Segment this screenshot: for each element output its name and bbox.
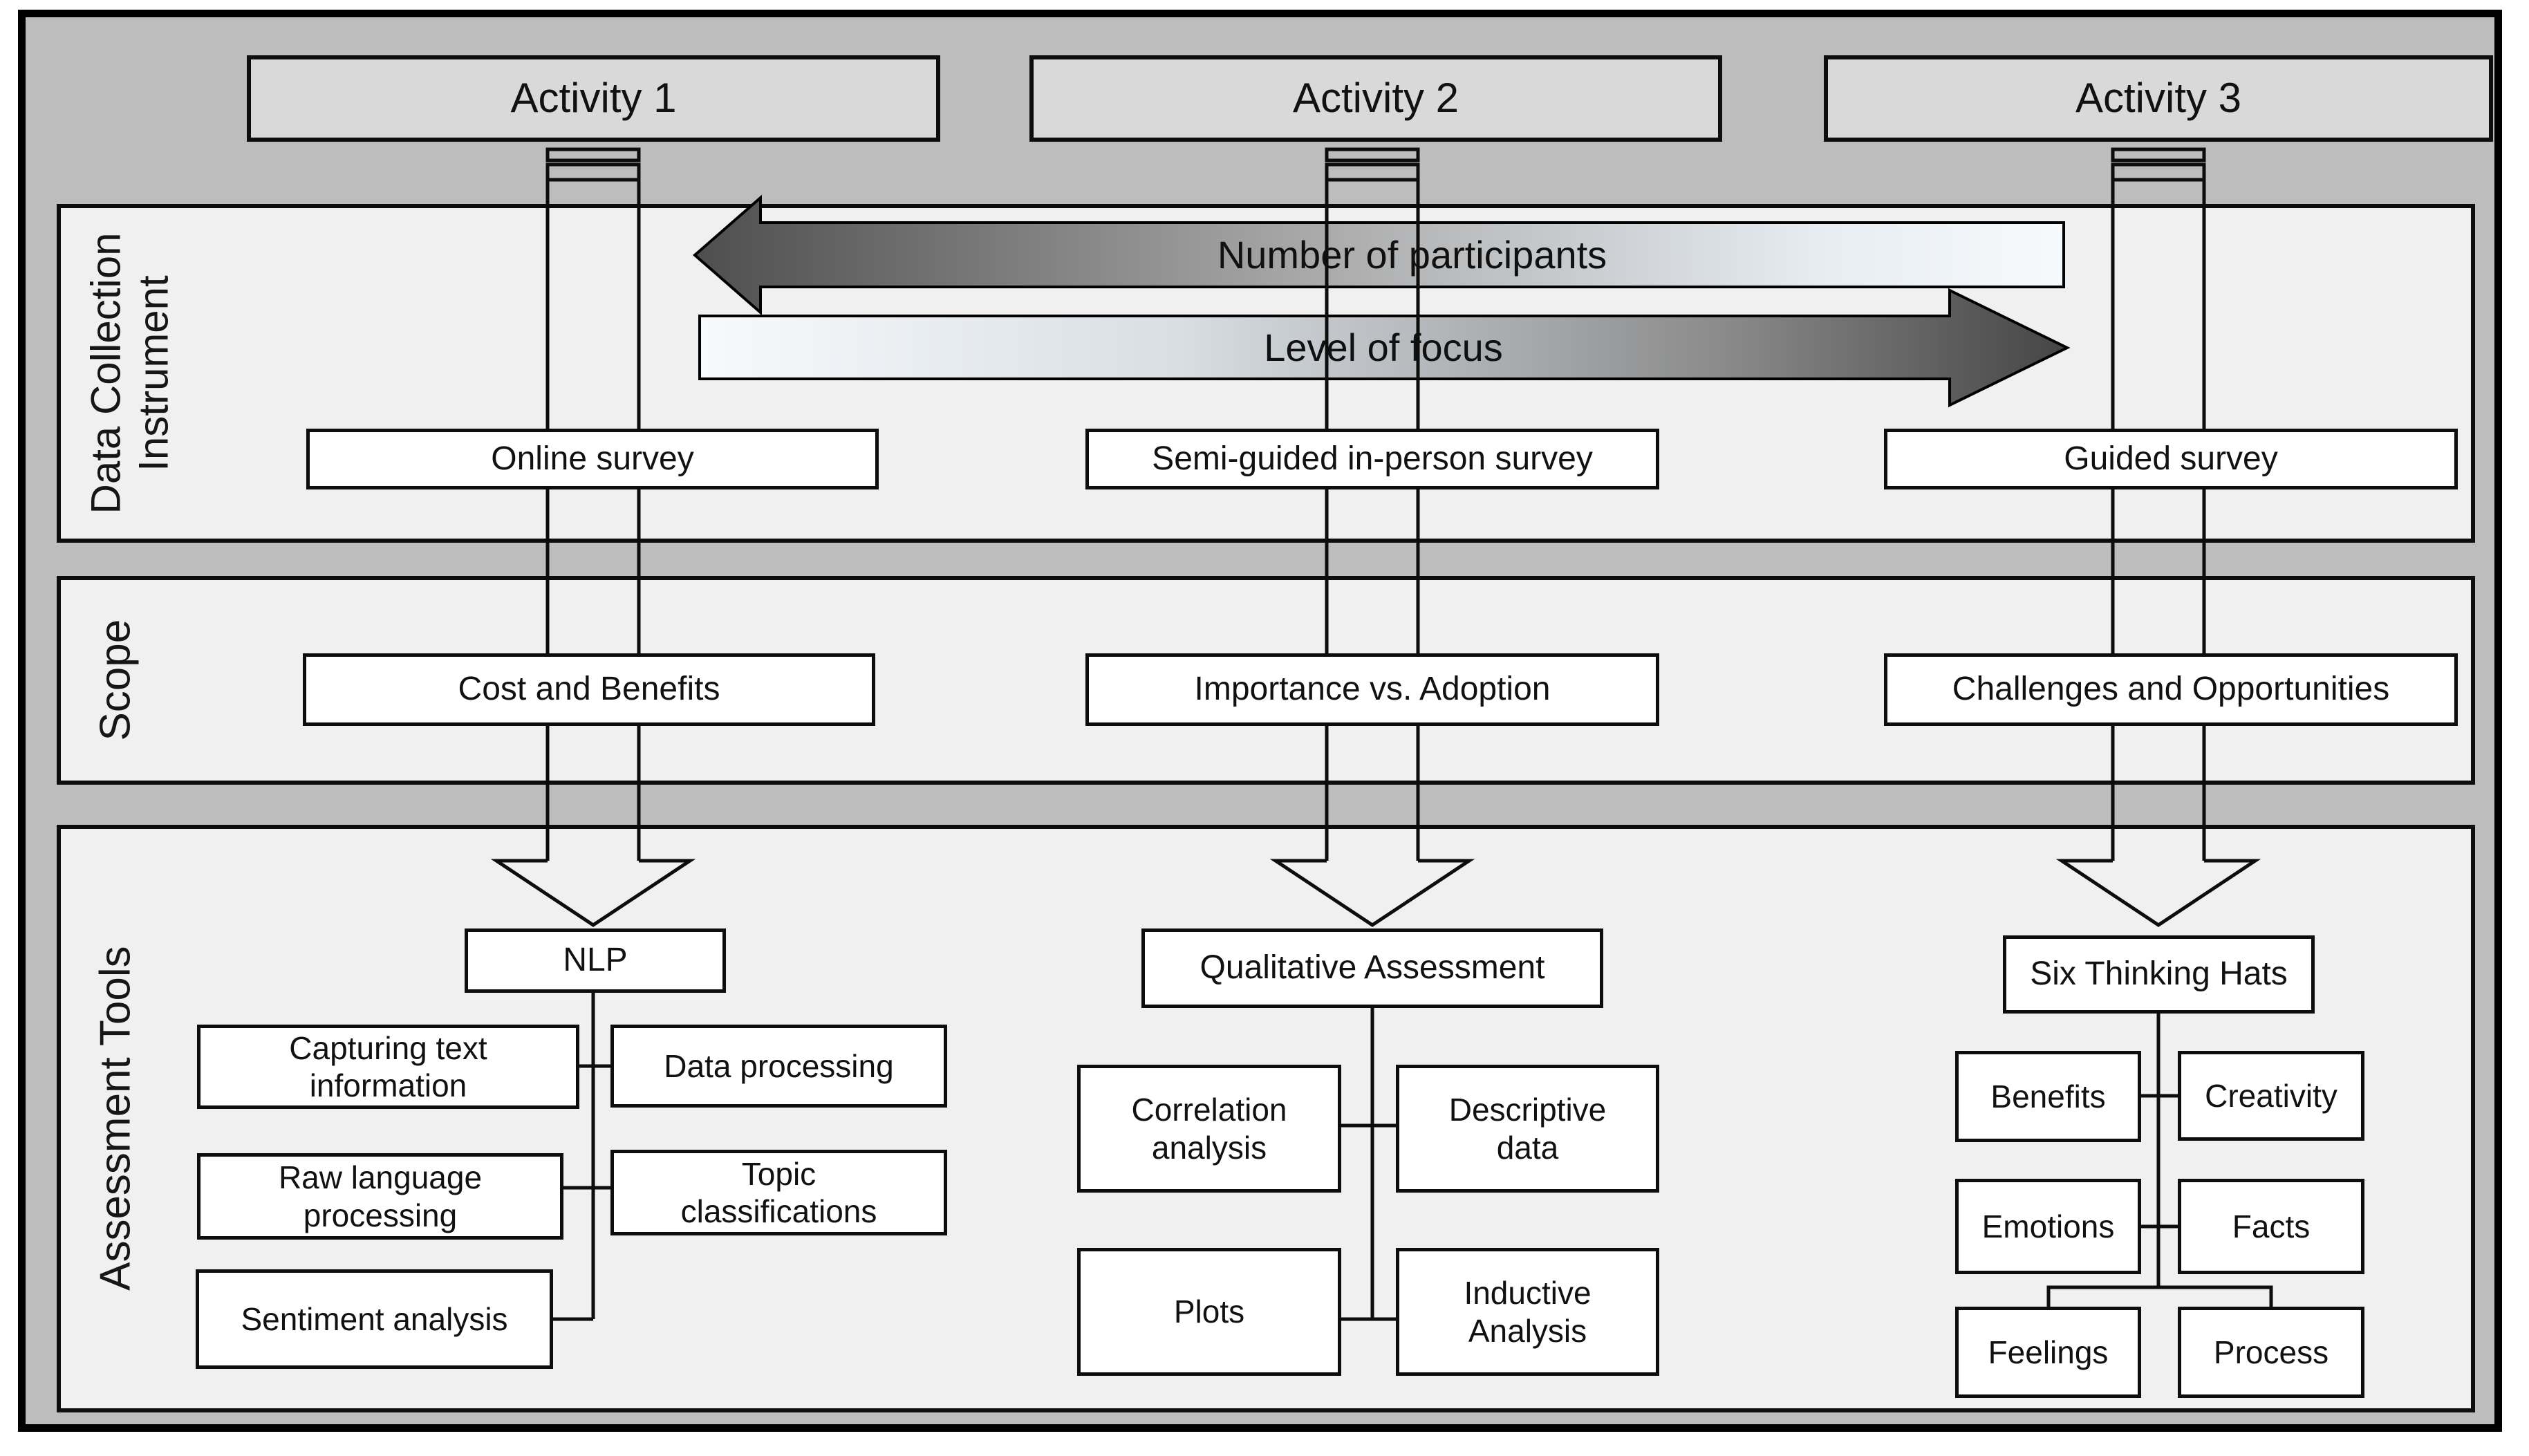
tool-box-creativity: Creativity <box>2178 1051 2364 1141</box>
nlp-connector-tree <box>553 993 610 1321</box>
tool-box-topic-classifications: Topic classifications <box>610 1150 947 1235</box>
tool-box-plots: Plots <box>1077 1248 1341 1376</box>
focus-arrow <box>698 288 2071 408</box>
tool-box-correlation-analysis: Correlation analysis <box>1077 1065 1341 1193</box>
scope-box-cost-benefits: Cost and Benefits <box>303 653 875 726</box>
activity3-arrowhead-icon <box>2055 859 2261 928</box>
activity2-track <box>1269 147 1475 928</box>
tool-box-inductive-analysis: Inductive Analysis <box>1396 1248 1659 1376</box>
tool-root-nlp: NLP <box>465 928 726 993</box>
tool-box-descriptive-data: Descriptive data <box>1396 1065 1659 1193</box>
tool-box-benefits: Benefits <box>1955 1051 2141 1142</box>
tool-box-sentiment-analysis: Sentiment analysis <box>196 1269 553 1369</box>
activity1-arrowhead-icon <box>490 859 696 928</box>
activity2-arrowhead-icon <box>1269 859 1475 928</box>
instrument-box-guided-survey: Guided survey <box>1884 429 2458 489</box>
activity1-track <box>490 147 696 928</box>
tool-box-emotions: Emotions <box>1955 1179 2141 1274</box>
activity-2-box: Activity 2 <box>1029 55 1722 142</box>
tool-box-raw-language-processing: Raw language processing <box>197 1153 563 1240</box>
scope-box-challenges-opportunities: Challenges and Opportunities <box>1884 653 2458 726</box>
qualitative-connector-tree <box>1341 1008 1396 1321</box>
instrument-box-semi-guided-survey: Semi-guided in-person survey <box>1085 429 1659 489</box>
activity3-track <box>2055 147 2261 928</box>
six-hats-connector-tree <box>2046 1014 2273 1307</box>
activity-3-box: Activity 3 <box>1824 55 2493 142</box>
tool-root-six-thinking-hats: Six Thinking Hats <box>2003 935 2315 1014</box>
tool-box-feelings: Feelings <box>1955 1307 2141 1398</box>
tool-box-data-processing: Data processing <box>610 1025 947 1108</box>
participants-arrow <box>692 194 2065 316</box>
activity-1-box: Activity 1 <box>247 55 940 142</box>
instrument-box-online-survey: Online survey <box>306 429 879 489</box>
scope-box-importance-adoption: Importance vs. Adoption <box>1085 653 1659 726</box>
tool-box-capturing-text-information: Capturing text information <box>197 1025 579 1109</box>
tool-box-facts: Facts <box>2178 1179 2364 1274</box>
tool-box-process: Process <box>2178 1307 2364 1398</box>
tool-root-qualitative-assessment: Qualitative Assessment <box>1141 928 1603 1008</box>
